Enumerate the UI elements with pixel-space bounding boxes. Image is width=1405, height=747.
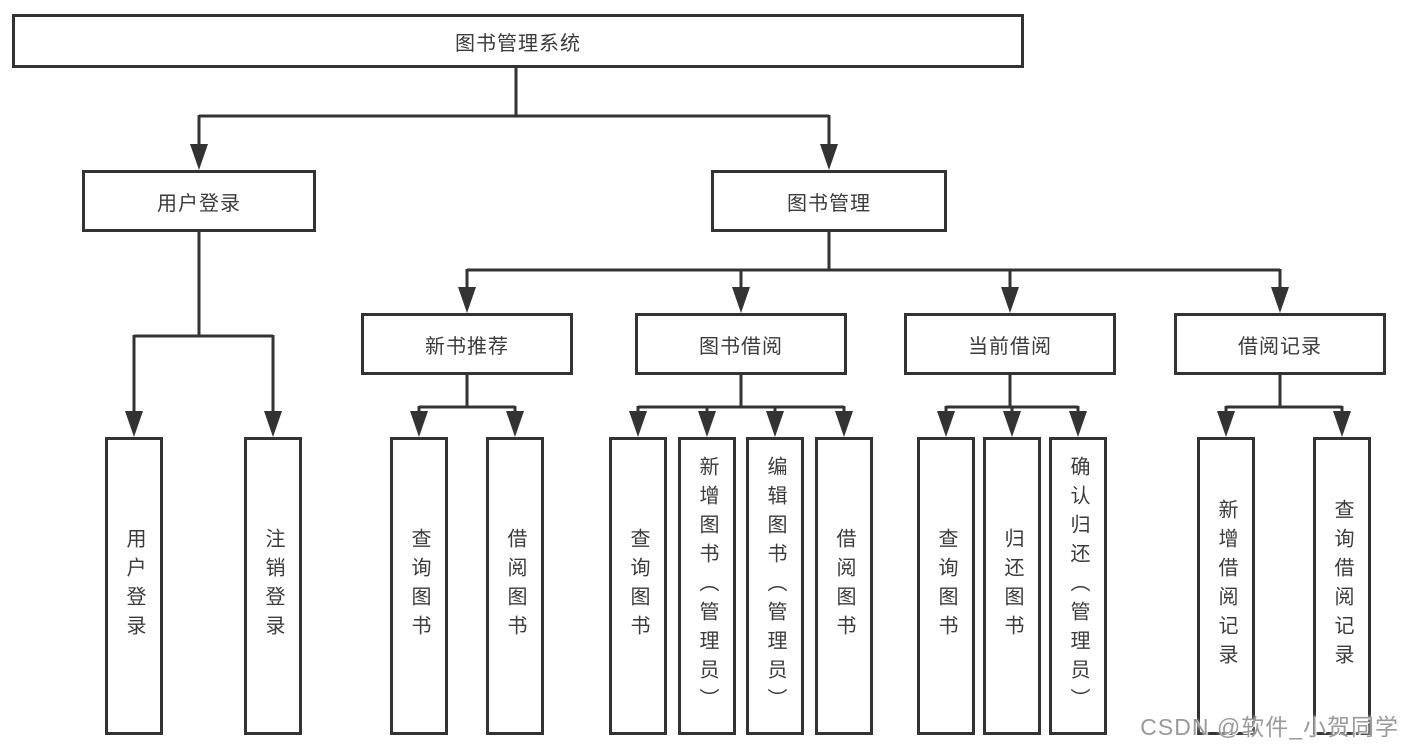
node-leaf-br-add-record: 新增借阅记录 xyxy=(1197,437,1255,735)
node-borrow-records: 借阅记录 xyxy=(1174,313,1386,375)
node-leaf-bb-edit-books-admin: 编辑图书（管理员） xyxy=(746,437,804,735)
node-user-login: 用户登录 xyxy=(82,170,316,232)
node-leaf-cb-return-books: 归还图书 xyxy=(983,437,1041,735)
node-leaf-user-login: 用户登录 xyxy=(105,437,163,735)
node-leaf-br-query-record: 查询借阅记录 xyxy=(1313,437,1371,735)
connector-currentborrow-to-leaves xyxy=(937,375,1087,437)
csdn-watermark: CSDN @软件_小贺同学 xyxy=(1140,714,1399,740)
node-leaf-bb-borrow-books: 借阅图书 xyxy=(815,437,873,735)
node-leaf-rec-query-books: 查询图书 xyxy=(390,437,448,735)
connector-bookmgmt-to-level3 xyxy=(458,232,1289,313)
node-book-borrow: 图书借阅 xyxy=(635,313,847,375)
node-new-book-recommend: 新书推荐 xyxy=(361,313,573,375)
node-root-system: 图书管理系统 xyxy=(12,14,1024,68)
node-leaf-logout: 注销登录 xyxy=(244,437,302,735)
node-leaf-bb-add-books-admin: 新增图书（管理员） xyxy=(678,437,736,735)
node-leaf-rec-borrow-books: 借阅图书 xyxy=(486,437,544,735)
node-leaf-cb-query-books: 查询图书 xyxy=(917,437,975,735)
node-current-borrow: 当前借阅 xyxy=(904,313,1116,375)
connector-userlogin-to-leaves xyxy=(125,232,282,437)
connector-borrowrecords-to-leaves xyxy=(1217,375,1351,437)
connector-newbookrec-to-leaves xyxy=(410,375,524,437)
node-leaf-bb-query-books: 查询图书 xyxy=(609,437,667,735)
connector-bookborrow-to-leaves xyxy=(629,375,853,437)
node-leaf-cb-confirm-return-admin: 确认归还（管理员） xyxy=(1049,437,1107,735)
node-book-management: 图书管理 xyxy=(711,170,947,232)
connector-root-to-level2 xyxy=(190,66,838,170)
